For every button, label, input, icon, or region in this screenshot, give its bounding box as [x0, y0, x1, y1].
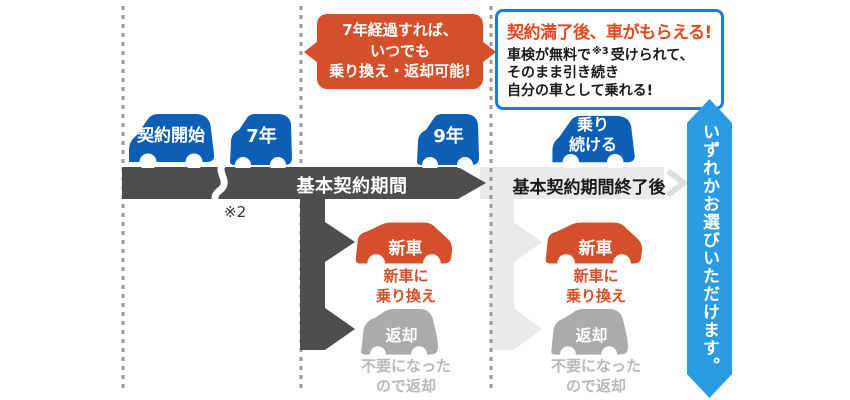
return-caption-right: 不要になった ので返却	[550, 357, 641, 395]
return-car-icon-right	[551, 308, 628, 358]
choice-banner: いずれかお選びいただけます。	[687, 99, 732, 398]
return-label-center: 返却	[385, 326, 418, 345]
new-car-caption-right: 新車に 乗り換え	[565, 267, 626, 305]
after-period-bar	[480, 167, 664, 199]
info-line1-pre: 車検が無料で	[507, 47, 591, 64]
new-car-caption-center: 新車に 乗り換え	[375, 267, 436, 305]
year9-car-icon	[417, 114, 479, 168]
contract-start-car-icon	[129, 114, 215, 168]
new-car-label-right: 新車	[578, 239, 613, 259]
branch-dark	[300, 199, 355, 350]
info-box-line3: 自分の車として乗れる!	[507, 82, 653, 99]
year9-label: 9年	[433, 126, 464, 147]
info-box-line2: そのまま引き続き	[507, 65, 619, 82]
keep-riding-car-icon	[552, 115, 635, 168]
branch-light	[490, 199, 542, 350]
dotted-guide-lines	[121, 6, 493, 393]
new-car-icon-center	[355, 222, 453, 266]
timeline-break-squiggle	[210, 159, 229, 207]
base-period-bar	[122, 167, 486, 199]
year7-car-icon	[230, 114, 292, 168]
year7-label: 7年	[246, 126, 277, 147]
new-car-icon-right	[545, 222, 643, 266]
return-car-icon-center	[361, 308, 438, 358]
info-line1-note-ref: ※3	[592, 46, 609, 57]
contract-start-label: 契約開始	[137, 126, 205, 146]
note2-reference: ※2	[224, 203, 247, 221]
new-car-label-center: 新車	[388, 239, 423, 259]
choice-banner-text: いずれかお選びいただけます。	[699, 122, 719, 375]
after-period-arrow-icon	[666, 168, 689, 198]
seven-year-callout-bubble: 7年経過すれば、 いつでも 乗り換え・返却可能!	[304, 14, 496, 90]
return-label-right: 返却	[575, 326, 608, 345]
info-box-title: 契約満了後、車がもらえる!	[507, 23, 712, 43]
base-period-label: 基本契約期間	[296, 176, 408, 197]
info-line1-post: 受けられて、	[610, 47, 694, 64]
return-caption-center: 不要になった ので返却	[360, 357, 451, 395]
keep-riding-label: 乗り 続ける	[568, 115, 617, 154]
after-period-label: 基本契約期間終了後	[512, 178, 666, 198]
